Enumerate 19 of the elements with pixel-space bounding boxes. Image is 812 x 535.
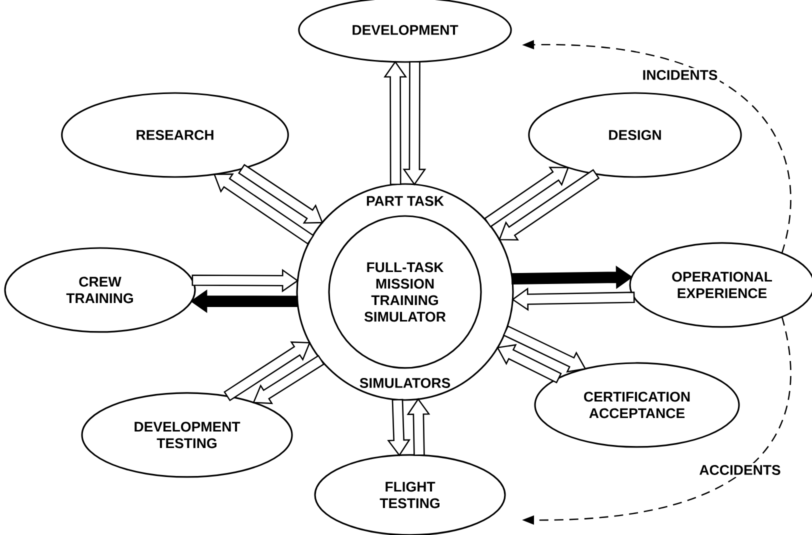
ellipse-node: CREW TRAINING (4, 247, 196, 333)
ellipse-node: DEVELOPMENT TESTING (81, 392, 293, 478)
hollow-arrow (496, 344, 562, 384)
hollow-arrow (387, 398, 411, 456)
hollow-arrow (512, 288, 635, 311)
ellipse-node: DESIGN (528, 92, 742, 178)
edge-label: ACCIDENTS (697, 463, 783, 477)
hollow-arrow (406, 398, 430, 456)
hollow-arrow (384, 60, 408, 186)
ellipse-node: CERTIFICATION ACCEPTANCE (534, 362, 740, 448)
solid-arrow (511, 266, 633, 290)
solid-arrow (190, 290, 298, 313)
edge-label: INCIDENTS (640, 68, 720, 82)
hollow-arrow (192, 268, 299, 292)
ring-label: SIMULATORS (360, 378, 450, 388)
hollow-arrow (224, 341, 311, 402)
ellipse-node: RESEARCH (61, 92, 289, 178)
hollow-arrow (402, 61, 426, 186)
ring-label: PART TASK (366, 196, 444, 206)
